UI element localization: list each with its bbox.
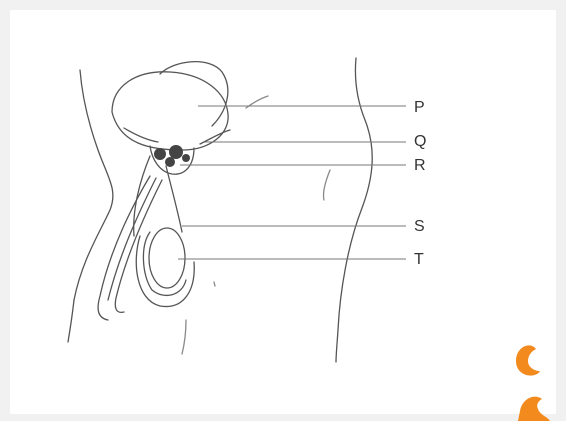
thigh-outline — [68, 300, 74, 342]
gland-dot — [182, 154, 190, 162]
gland-dot — [169, 145, 183, 159]
label-q: Q — [414, 134, 426, 150]
contour-stroke-4 — [214, 282, 215, 286]
label-s: S — [414, 219, 425, 235]
abdomen-outline — [336, 58, 372, 362]
contour-stroke-2 — [323, 170, 330, 200]
vas-deferens-lower — [166, 166, 182, 232]
vas-deferens-loop — [160, 62, 228, 126]
label-p: P — [414, 100, 425, 116]
label-r: R — [414, 158, 426, 174]
body-outline-left — [74, 70, 113, 300]
contour-stroke-3 — [182, 320, 186, 354]
testis — [149, 228, 185, 288]
label-t: T — [414, 252, 424, 268]
urethra — [108, 178, 156, 300]
gland-dot — [154, 148, 166, 160]
gland-dot — [165, 157, 175, 167]
orange-brand-logo-icon — [510, 339, 556, 421]
